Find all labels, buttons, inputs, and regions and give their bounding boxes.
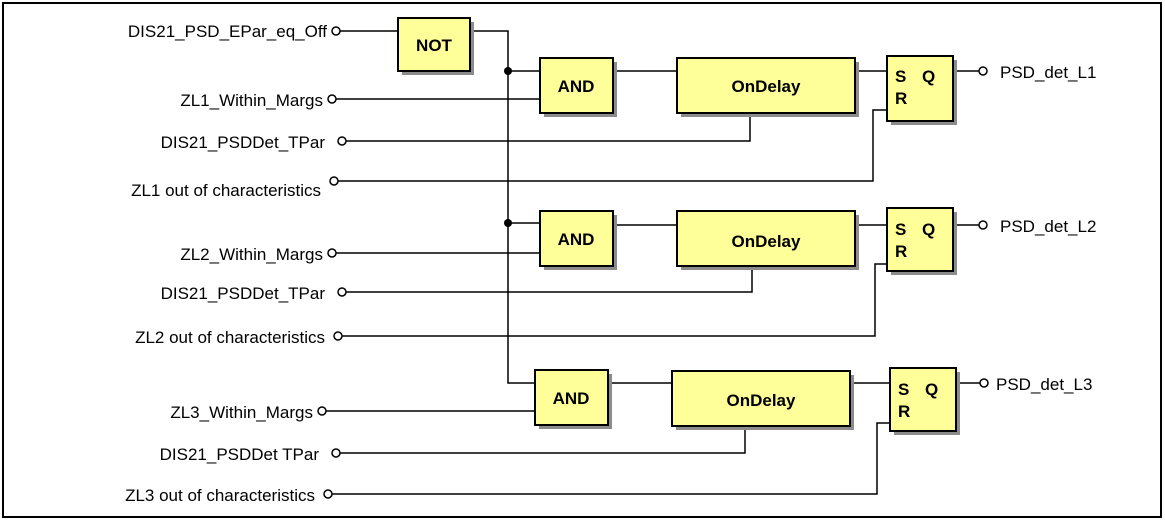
ondelay-block-1: OnDelay: [676, 57, 859, 117]
input-label-zl3-tpar: DIS21_PSDDet TPar: [160, 445, 320, 464]
not-label: NOT: [416, 36, 453, 55]
junction-dot: [504, 67, 512, 75]
input-label-zl3-out: ZL3 out of characteristics: [125, 486, 315, 505]
input-labels: DIS21_PSD_EPar_eq_Off ZL1_Within_Margs D…: [125, 22, 327, 505]
output-labels: PSD_det_L1 PSD_det_L2 PSD_det_L3: [996, 63, 1096, 394]
sr-latch-3: S Q R: [889, 367, 960, 435]
and-label: AND: [558, 230, 595, 249]
input-label-zl1-out: ZL1 out of characteristics: [131, 181, 321, 200]
output-label-psd-det-l3: PSD_det_L3: [996, 375, 1092, 394]
output-label-psd-det-l1: PSD_det_L1: [1000, 63, 1096, 82]
input-label-epar: DIS21_PSD_EPar_eq_Off: [128, 22, 327, 41]
and-label: AND: [558, 77, 595, 96]
not-block: NOT: [397, 17, 474, 75]
sr-r-label: R: [895, 242, 907, 261]
wires: [326, 30, 980, 495]
input-terminal: [323, 489, 333, 499]
output-terminal: [978, 66, 988, 76]
sr-q-label: Q: [925, 380, 938, 399]
sr-s-label: S: [895, 67, 906, 86]
ondelay-block-3: OnDelay: [671, 370, 854, 430]
input-terminal: [327, 248, 337, 258]
and-block-3: AND: [534, 369, 612, 429]
junction-dot: [504, 219, 512, 227]
input-label-zl3-within: ZL3_Within_Margs: [170, 403, 313, 422]
sr-r-label: R: [898, 402, 910, 421]
sr-s-label: S: [898, 380, 909, 399]
and-block-2: AND: [539, 210, 617, 270]
input-terminal: [331, 448, 341, 458]
output-label-psd-det-l2: PSD_det_L2: [1000, 217, 1096, 236]
sr-q-label: Q: [922, 67, 935, 86]
input-label-zl2-within: ZL2_Within_Margs: [180, 245, 323, 264]
ondelay-block-2: OnDelay: [676, 210, 859, 270]
input-label-zl1-tpar: DIS21_PSDDet_TPar: [161, 133, 326, 152]
ondelay-label: OnDelay: [727, 391, 797, 410]
terminals: [317, 26, 989, 499]
sr-r-label: R: [895, 89, 907, 108]
input-terminal: [327, 94, 337, 104]
sr-s-label: S: [895, 220, 906, 239]
input-terminal: [337, 136, 347, 146]
input-terminal: [337, 287, 347, 297]
ondelay-label: OnDelay: [732, 232, 802, 251]
input-label-zl1-within: ZL1_Within_Margs: [180, 91, 323, 110]
sr-q-label: Q: [922, 220, 935, 239]
sr-latch-2: S Q R: [886, 207, 957, 275]
input-label-zl2-tpar: DIS21_PSDDet_TPar: [161, 284, 326, 303]
and-label: AND: [553, 389, 590, 408]
output-terminal: [978, 220, 988, 230]
input-terminal: [329, 176, 339, 186]
input-label-zl2-out: ZL2 out of characteristics: [135, 328, 325, 347]
sr-latch-1: S Q R: [886, 55, 957, 125]
ondelay-label: OnDelay: [732, 77, 802, 96]
input-terminal: [333, 331, 343, 341]
input-terminal: [331, 26, 341, 36]
input-terminal: [317, 406, 327, 416]
output-terminal: [979, 378, 989, 388]
and-block-1: AND: [539, 57, 617, 117]
